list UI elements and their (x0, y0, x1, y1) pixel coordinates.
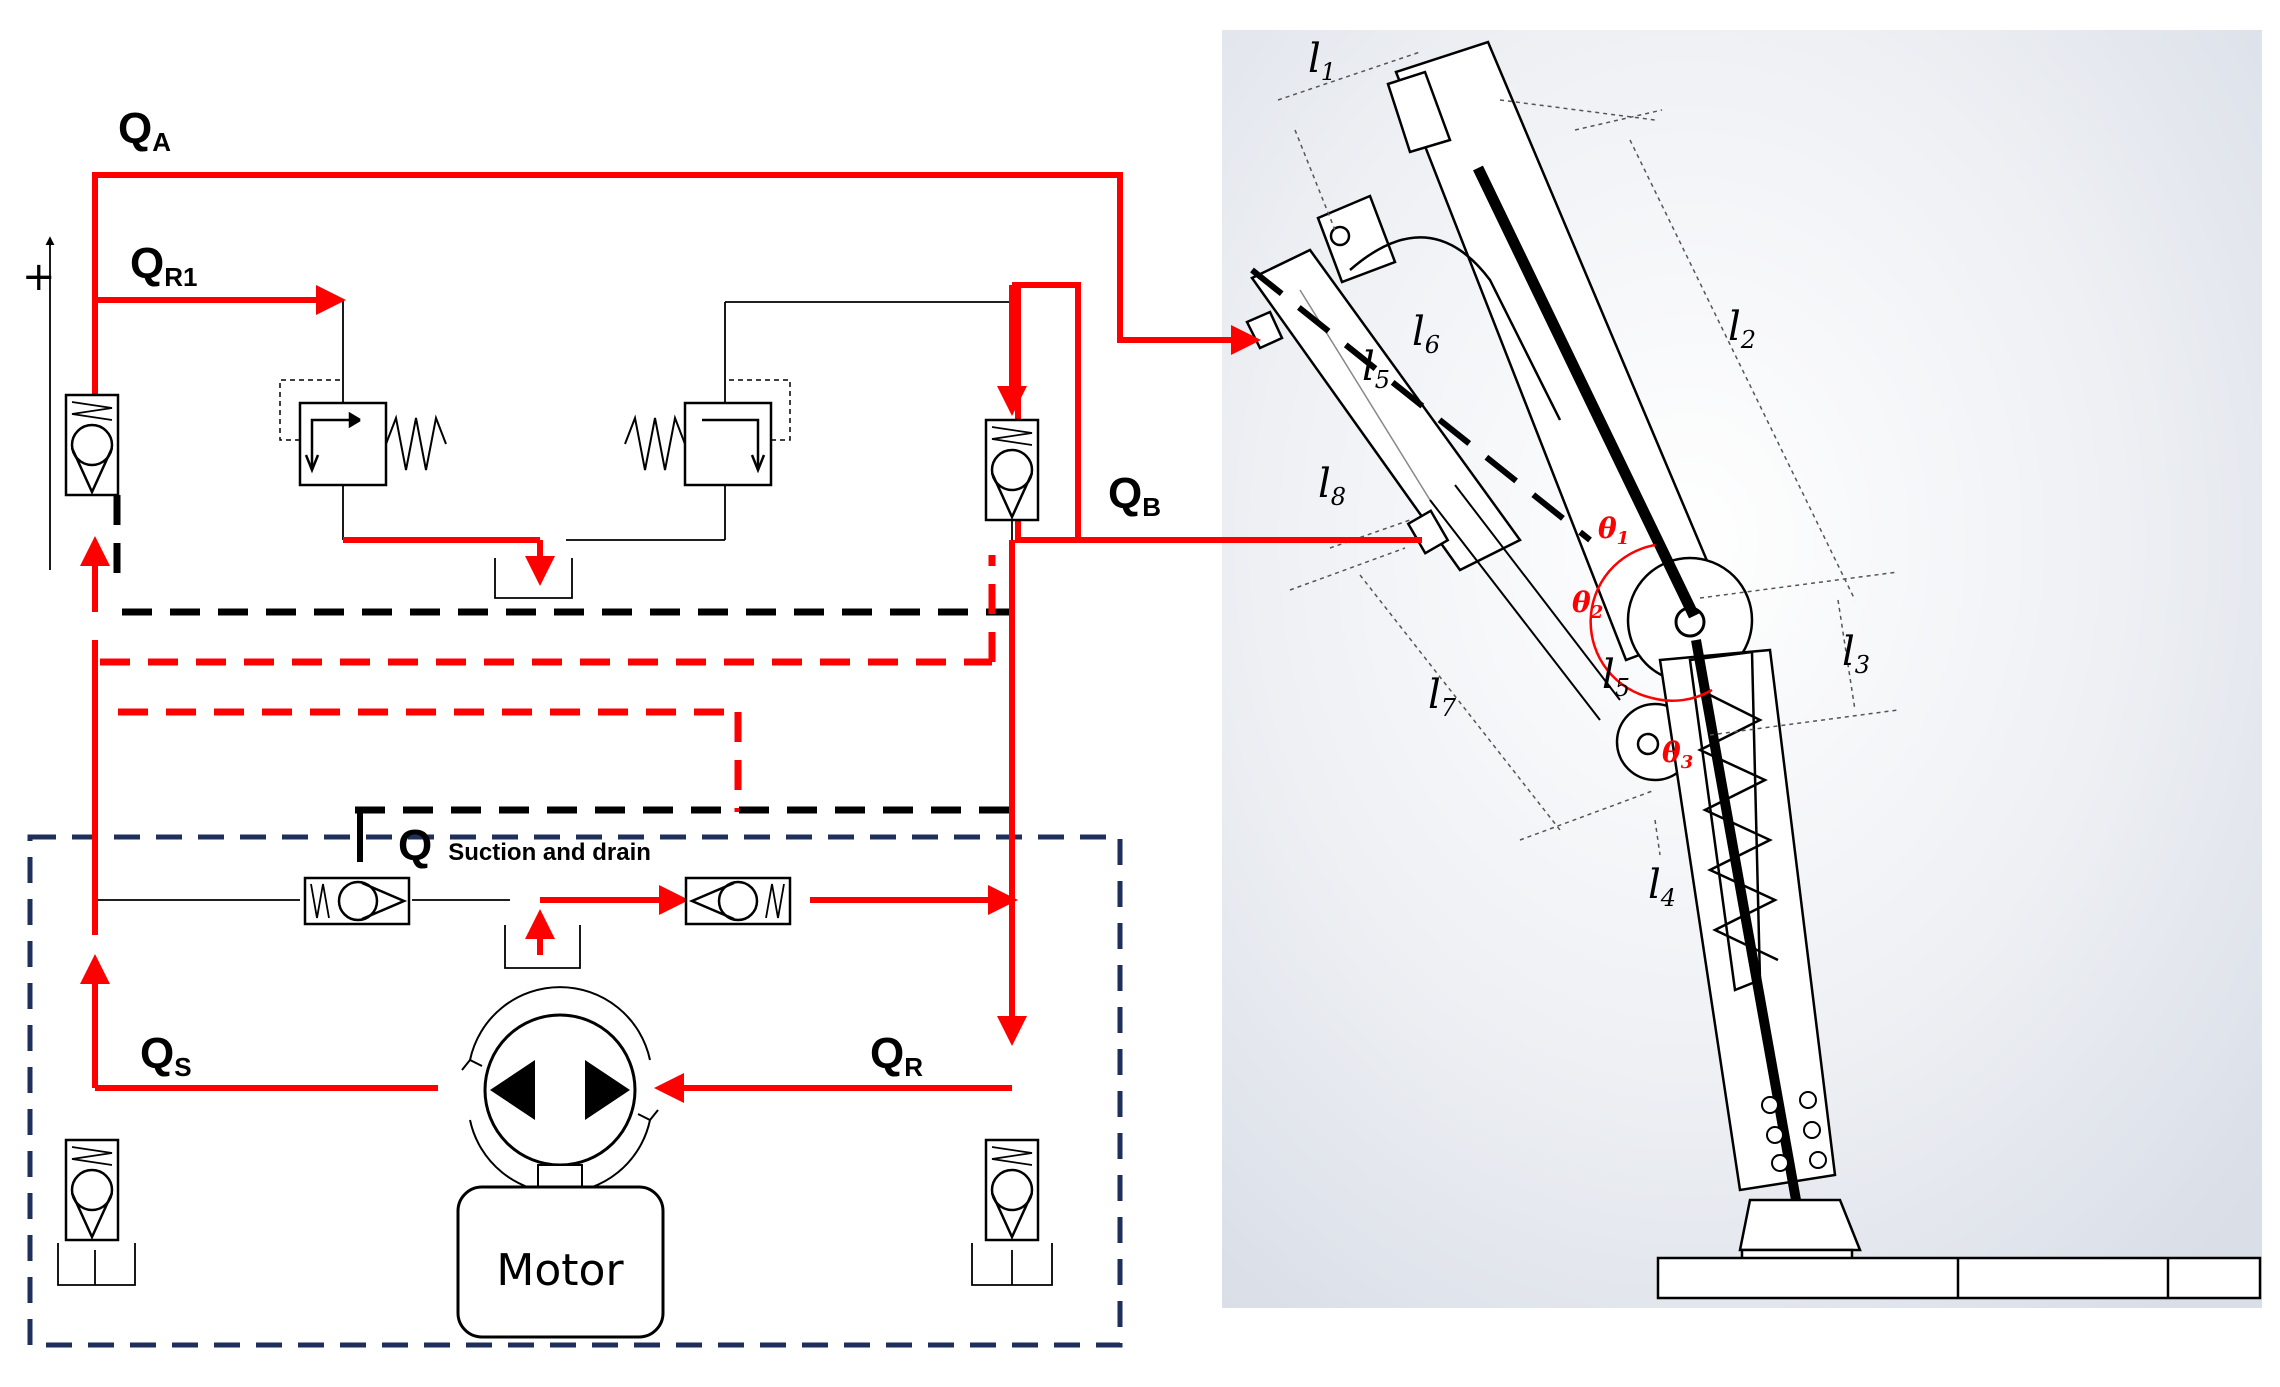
push-rod-upper (1473, 165, 1699, 619)
label-theta2: θ2 (1572, 586, 1603, 623)
label-l5-lower: l5 (1602, 652, 1630, 702)
thin-lines (45, 236, 1013, 1285)
label-qs: QS (140, 1029, 192, 1082)
label-l1: l1 (1308, 36, 1336, 86)
curved-plate (1349, 236, 1562, 421)
label-theta3: θ3 (1662, 736, 1693, 773)
relief-valve-right (624, 379, 791, 487)
check-valve-right-bottom (984, 1138, 1040, 1242)
push-rod-lower (1691, 639, 1801, 1201)
label-theta1: θ1 (1598, 512, 1629, 549)
label-l8: l8 (1318, 461, 1346, 511)
label-qr: QR (870, 1029, 923, 1082)
ankle-foot (1656, 1198, 2262, 1300)
cylinder-axis-dashed (1250, 267, 1592, 543)
knee-mechanism (1222, 30, 2262, 1308)
reservoir-tanks (57, 558, 1053, 1286)
dimension-lines (1277, 51, 1899, 856)
hydraulic-circuit: Motor (27, 172, 1422, 1348)
label-l7: l7 (1428, 672, 1457, 722)
mechanism-labels: l1 l2 l3 l4 l5 l5 l6 l7 l8 θ1 θ2 θ3 (1308, 36, 1870, 912)
label-qa: QA (118, 104, 171, 157)
angle-arcs (1589, 543, 1713, 702)
motor-label: Motor (496, 1245, 624, 1296)
label-l4: l4 (1648, 862, 1676, 912)
pilot-lines (100, 495, 1012, 814)
label-qb: QB (1108, 469, 1161, 522)
relief-valve-left (279, 379, 447, 487)
lower-pivot (1636, 732, 1660, 756)
motor: Motor (456, 1185, 665, 1339)
check-valve-left-top (64, 393, 120, 497)
shank-rollers (1761, 1091, 1827, 1172)
label-qr1: QR1 (130, 239, 197, 292)
upper-bracket (1316, 194, 1397, 284)
bidirectional-pump (461, 986, 659, 1194)
check-valve-right-top (984, 418, 1040, 522)
label-l6: l6 (1412, 309, 1440, 359)
flow-lines (80, 172, 1422, 1195)
label-l5-upper: l5 (1362, 344, 1390, 394)
check-valve-left-bottom (64, 1138, 120, 1242)
plus-sign: + (22, 254, 56, 300)
check-valve-horizontal-left (303, 876, 411, 926)
pump-unit-boundary (27, 834, 1123, 1348)
label-l3: l3 (1842, 629, 1870, 679)
check-valve-horizontal-right (684, 876, 792, 926)
label-l2: l2 (1728, 304, 1756, 354)
